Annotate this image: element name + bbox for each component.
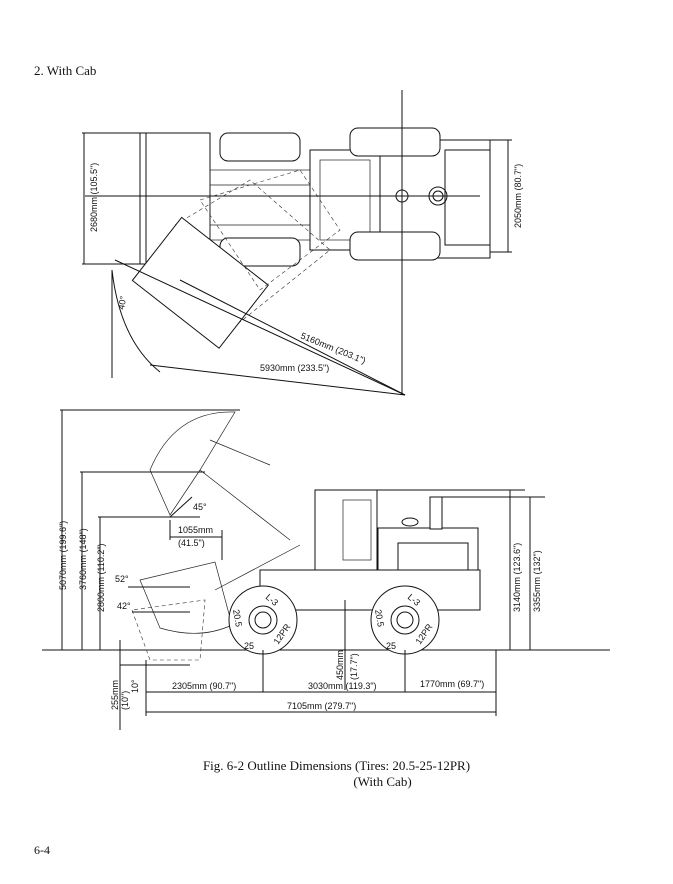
- figure-caption: Fig. 6-2 Outline Dimensions (Tires: 20.5…: [0, 758, 673, 790]
- tire-rim-rear: 25: [386, 641, 396, 651]
- dim-dump-clearance: 2800mm (110.2"): [96, 543, 106, 612]
- dim-rollback-carry: 52°: [115, 574, 129, 584]
- tire-size-front: 20.5: [231, 609, 244, 628]
- tire-size-rear: 20.5: [373, 609, 386, 628]
- dim-overall-length: 7105mm (279.7"): [287, 701, 356, 711]
- dim-turn-radius-inner: 5160mm (203.1"): [299, 331, 367, 366]
- dim-digging-depth-in: (10"): [120, 691, 130, 710]
- top-view: 2680mm (105.5") 2050mm (80.7") 40° 5160m…: [82, 90, 523, 396]
- section-title: 2. With Cab: [34, 63, 97, 78]
- dim-digging-angle: 10°: [130, 679, 140, 693]
- dim-exhaust-height: 3355mm (132"): [532, 550, 542, 612]
- dim-digging-depth: 255mm: [110, 680, 120, 710]
- dim-turn-radius-outer: 5930mm (233.5"): [260, 363, 329, 373]
- dim-wheelbase: 3030mm (119.3"): [308, 681, 377, 691]
- dim-dump-angle: 45°: [193, 502, 207, 512]
- dim-max-height: 5070mm (199.6"): [58, 521, 68, 590]
- dim-rear-overhang: 1770mm (69.7"): [420, 679, 484, 689]
- dim-dump-reach-in: (41.5"): [178, 538, 205, 548]
- dim-width-bucket: 2680mm (105.5"): [89, 163, 99, 232]
- side-view: 20.5 25 12PR L-3 20.5 25 12PR L-3 5070mm…: [42, 409, 610, 730]
- dim-articulation-angle: 40°: [116, 295, 128, 311]
- dim-hinge-pin-height: 3760mm (148"): [78, 528, 88, 590]
- dim-ground-clearance-in: (17.7"): [349, 653, 359, 680]
- dim-width-body: 2050mm (80.7"): [513, 164, 523, 228]
- caption-line-1: Fig. 6-2 Outline Dimensions (Tires: 20.5…: [202, 758, 471, 773]
- tire-rim-front: 25: [244, 641, 254, 651]
- dim-ground-clearance: 450mm: [335, 650, 345, 680]
- dim-front-overhang: 2305mm (90.7"): [172, 681, 236, 691]
- page-number: 6-4: [34, 843, 50, 857]
- dim-cab-height: 3140mm (123.6"): [512, 543, 522, 612]
- caption-line-2: (With Cab): [353, 774, 412, 789]
- dim-dump-reach: 1055mm: [178, 525, 213, 535]
- dim-rollback-ground: 42°: [117, 601, 131, 611]
